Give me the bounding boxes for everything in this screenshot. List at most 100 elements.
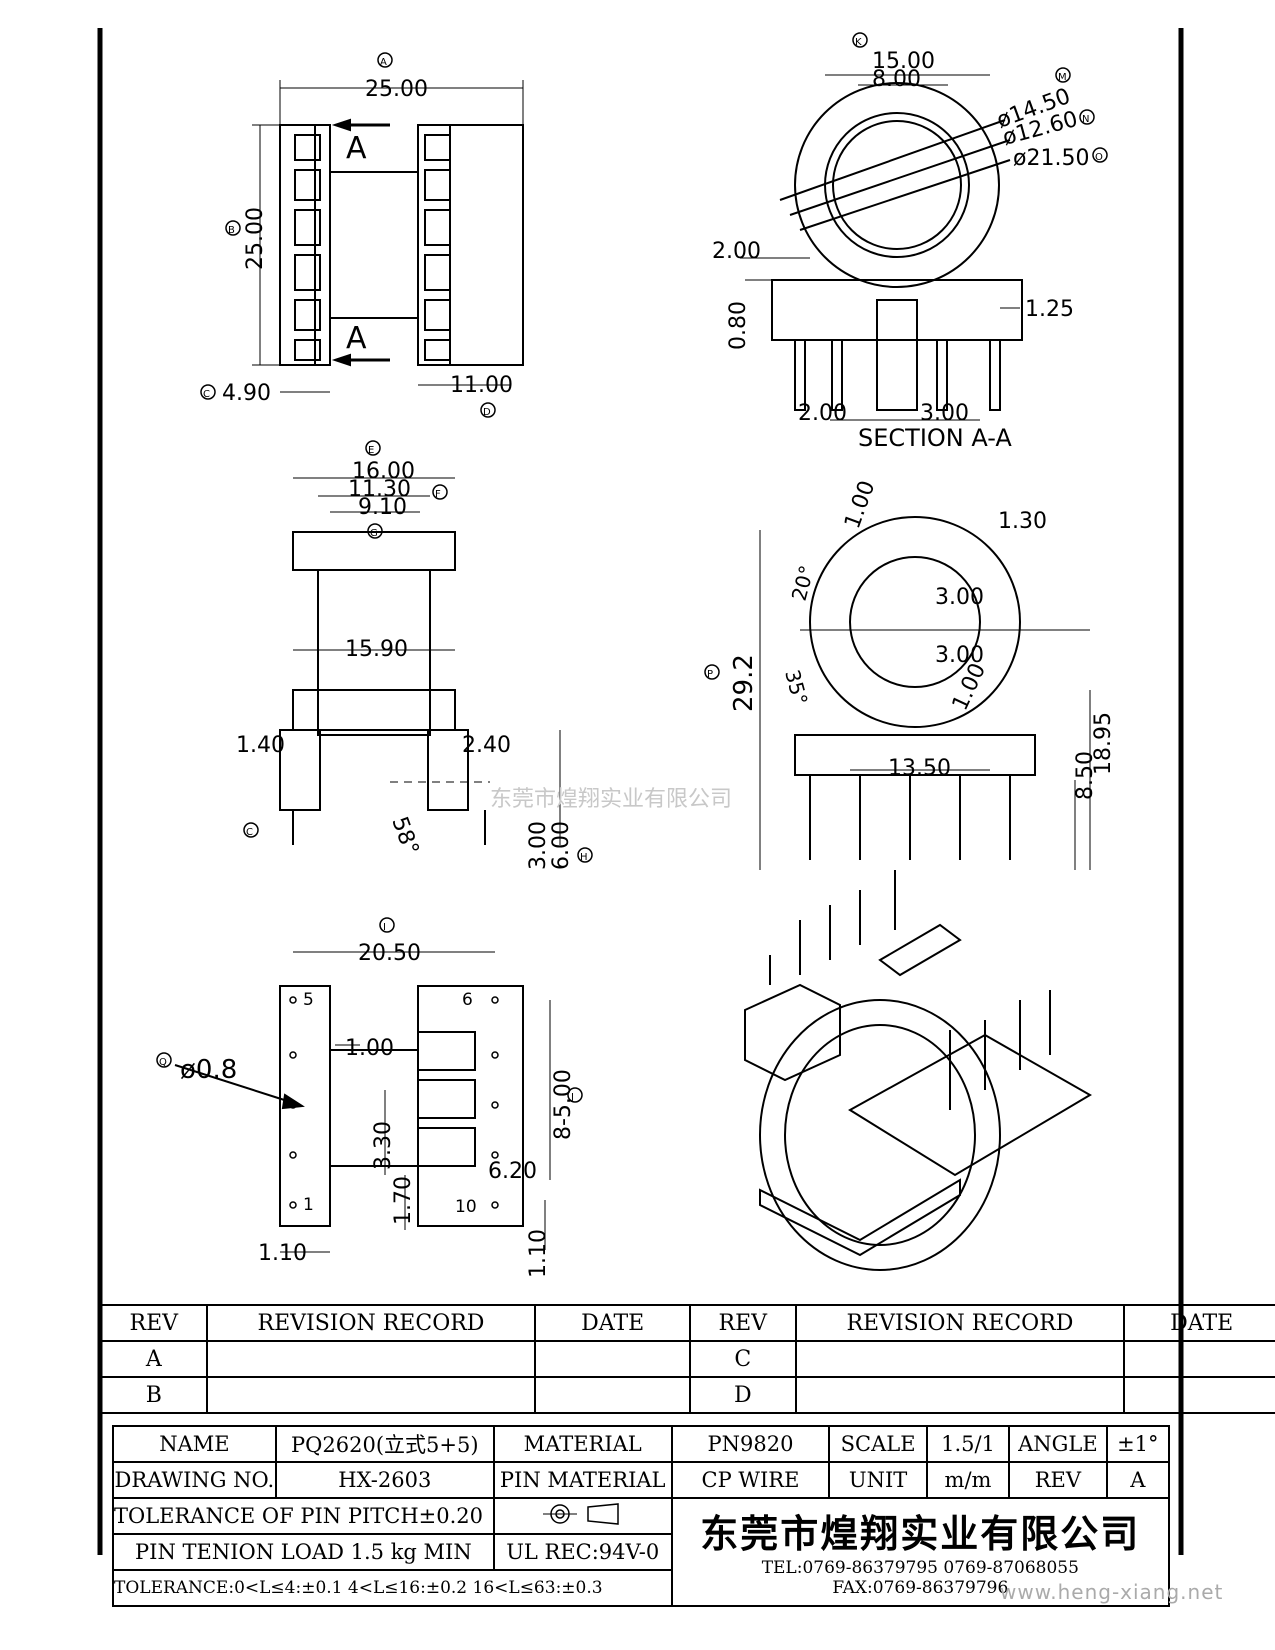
unit-value: m/m bbox=[925, 1461, 1011, 1499]
dim-b-8-500: 8-5.00 bbox=[551, 1069, 576, 1140]
circle-o: O bbox=[1095, 152, 1103, 163]
circle-a: A bbox=[380, 57, 387, 68]
circle-d: D bbox=[483, 407, 491, 418]
circle-b: B bbox=[228, 225, 235, 236]
dim-r-100-top: 1.00 bbox=[840, 477, 880, 532]
rev-header-2: REV bbox=[688, 1304, 797, 1342]
dim-o: ø21.50 bbox=[1013, 146, 1089, 171]
dim-f: 11.30 bbox=[348, 477, 411, 502]
pin-holes bbox=[289, 996, 499, 1209]
bottom-view bbox=[174, 951, 551, 1253]
rev-value: A bbox=[1105, 1461, 1171, 1499]
section-view bbox=[740, 74, 1023, 421]
drawing-value: HX-2603 bbox=[274, 1461, 495, 1499]
dim-140: 1.40 bbox=[236, 733, 285, 758]
top-view bbox=[252, 80, 524, 393]
dim-b-110-left: 1.10 bbox=[258, 1241, 307, 1266]
pin-6: 6 bbox=[462, 990, 473, 1010]
tolerance-ranges: TOLERANCE:0<L≤4:±0.1 4<L≤16:±0.2 16<L≤63… bbox=[112, 1569, 673, 1607]
dim-e: 16.00 bbox=[352, 459, 415, 484]
rev-d: D bbox=[688, 1376, 797, 1414]
pin-5: 5 bbox=[303, 990, 314, 1010]
dim-600: 6.00 bbox=[549, 821, 574, 870]
circle-m: M bbox=[1058, 72, 1067, 83]
scale-value: 1.5/1 bbox=[925, 1425, 1011, 1463]
drawing-label: DRAWING NO. bbox=[112, 1461, 277, 1499]
dim-58: 58° bbox=[386, 814, 423, 859]
dim-g: 9.10 bbox=[358, 495, 407, 520]
dim-35: 35° bbox=[780, 667, 812, 707]
side-view bbox=[279, 477, 561, 845]
dim-b-110-right: 1.10 bbox=[526, 1229, 551, 1278]
circle-n: N bbox=[1082, 114, 1089, 125]
rev-a: A bbox=[100, 1340, 208, 1378]
arrow-a-bottom: A bbox=[346, 321, 367, 356]
tolerance-pitch: TOLERANCE OF PIN PITCH±0.20 bbox=[112, 1497, 495, 1535]
dim-sec-200: 2.00 bbox=[712, 239, 761, 264]
record-header: REVISION RECORD bbox=[205, 1304, 537, 1342]
date-header: DATE bbox=[534, 1304, 691, 1342]
circle-j: J bbox=[570, 1092, 574, 1103]
dim-p: 29.2 bbox=[729, 654, 759, 712]
record-header-2: REVISION RECORD bbox=[794, 1304, 1126, 1342]
company-tel: TEL:0769-86379795 0769-87068055 bbox=[761, 1558, 1079, 1578]
dim-c-text: 4.90 bbox=[222, 381, 271, 406]
dim-850: 8.50 bbox=[1073, 751, 1098, 800]
circle-c: C bbox=[203, 389, 210, 400]
dim-240: 2.40 bbox=[462, 733, 511, 758]
scale-label: SCALE bbox=[828, 1425, 928, 1463]
company-fax: FAX:0769-86379796 bbox=[832, 1578, 1009, 1598]
dim-1590: 15.90 bbox=[345, 637, 408, 662]
material-value: PN9820 bbox=[670, 1425, 831, 1463]
dim-r-300-a: 3.00 bbox=[935, 585, 984, 610]
circle-p: P bbox=[707, 669, 713, 680]
website-watermark: www.heng-xiang.net bbox=[1000, 1580, 1224, 1604]
circle-h: H bbox=[580, 852, 588, 863]
date-header-2: DATE bbox=[1123, 1304, 1275, 1342]
circle-labels bbox=[156, 32, 1108, 1103]
dim-k-inner: 8.00 bbox=[872, 67, 921, 92]
title-block: NAME PQ2620(立式5+5) MATERIAL PN9820 SCALE… bbox=[112, 1425, 1171, 1607]
company-block: 东莞市煌翔实业有限公司 TEL:0769-86379795 0769-87068… bbox=[670, 1497, 1171, 1607]
angle-label: ANGLE bbox=[1008, 1425, 1108, 1463]
dim-sec-bot-200: 2.00 bbox=[798, 401, 847, 426]
dim-r-300-b: 3.00 bbox=[935, 643, 984, 668]
angle-value: ±1° bbox=[1105, 1425, 1171, 1463]
circle-g: G bbox=[370, 528, 378, 539]
rev-header: REV bbox=[100, 1304, 208, 1342]
pin-load: PIN TENION LOAD 1.5 kg MIN bbox=[112, 1533, 495, 1571]
circle-k: K bbox=[855, 37, 862, 48]
dim-sec-125: 1.25 bbox=[1025, 297, 1074, 322]
arrow-a-top: A bbox=[346, 131, 367, 166]
projection-symbol bbox=[492, 1497, 673, 1535]
watermark: 东莞市煌翔实业有限公司 bbox=[490, 787, 732, 812]
dim-b-330: 3.30 bbox=[371, 1121, 396, 1170]
pin-10: 10 bbox=[455, 1197, 477, 1217]
dim-sec-bot-300: 3.00 bbox=[920, 401, 969, 426]
rev-b: B bbox=[100, 1376, 208, 1414]
material-label: MATERIAL bbox=[492, 1425, 673, 1463]
rev-c: C bbox=[688, 1340, 797, 1378]
company-name: 东莞市煌翔实业有限公司 bbox=[700, 1511, 1141, 1556]
ul-rec: UL REC:94V-0 bbox=[492, 1533, 673, 1571]
name-value: PQ2620(立式5+5) bbox=[274, 1425, 495, 1463]
dim-1895: 18.95 bbox=[1091, 712, 1116, 775]
dim-i: 20.50 bbox=[358, 941, 421, 966]
dim-b-text: 25.00 bbox=[243, 207, 268, 270]
dim-a-text: 25.00 bbox=[365, 77, 428, 102]
section-label: SECTION A-A bbox=[858, 424, 1012, 452]
rev-label: REV bbox=[1008, 1461, 1108, 1499]
projection-icon bbox=[542, 1502, 619, 1525]
dim-20: 20° bbox=[787, 563, 819, 603]
dim-300: 3.00 bbox=[526, 821, 551, 870]
dim-sec-080: 0.80 bbox=[726, 301, 751, 350]
dim-k-outer: 15.00 bbox=[872, 49, 935, 74]
circle-f: F bbox=[435, 489, 441, 500]
circle-i: I bbox=[383, 922, 386, 933]
name-label: NAME bbox=[112, 1425, 277, 1463]
front-view bbox=[759, 516, 1091, 870]
dim-1350: 13.50 bbox=[888, 756, 951, 781]
isometric-view bbox=[744, 870, 1092, 1271]
dim-b-100: 1.00 bbox=[345, 1036, 394, 1061]
